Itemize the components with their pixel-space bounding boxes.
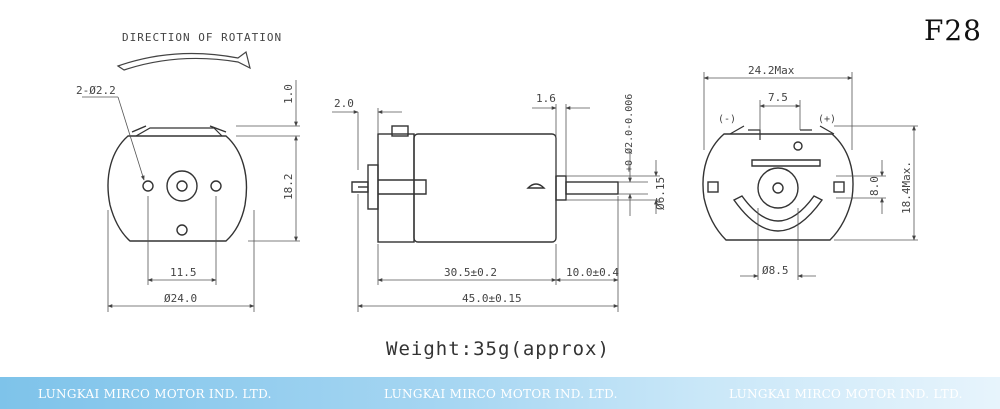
- side-total-length-label: 45.0±0.15: [462, 292, 522, 305]
- front-shaft-outer: [166, 170, 198, 202]
- rear-view: [702, 125, 854, 241]
- side-body-length-label: 30.5±0.2: [444, 266, 497, 279]
- front-top-gap-label: 1.0: [282, 84, 295, 104]
- front-body-outline: [107, 135, 248, 242]
- front-hole-left: [142, 180, 154, 192]
- front-top-terminals: [135, 127, 223, 137]
- side-flange-label: 2.0: [334, 97, 354, 110]
- rotation-arrow: [116, 50, 251, 71]
- front-width-label: Ø24.0: [164, 292, 197, 305]
- rear-width-label: 24.2Max: [748, 64, 795, 77]
- footer-company-3: LUNGKAI MIRCO MOTOR IND. LTD.: [729, 387, 963, 401]
- footer-banner: LUNGKAI MIRCO MOTOR IND. LTD. LUNGKAI MI…: [0, 377, 1000, 409]
- side-shaft-step-label: 1.6: [536, 92, 556, 105]
- rear-cap: [751, 159, 821, 167]
- front-dimensions: [82, 80, 300, 312]
- side-boss-label: Ø6.15: [654, 177, 667, 210]
- rear-terminal-spacing-label: 7.5: [768, 91, 788, 104]
- front-height-label: 18.2: [282, 174, 295, 201]
- model-number: F28: [923, 14, 982, 47]
- footer-company-1: LUNGKAI MIRCO MOTOR IND. LTD.: [38, 387, 272, 401]
- rear-bearing-inner: [772, 182, 784, 194]
- side-view: [351, 125, 619, 243]
- front-hole-spacing-label: 11.5: [170, 266, 197, 279]
- footer-company-2: LUNGKAI MIRCO MOTOR IND. LTD.: [384, 387, 618, 401]
- front-holes-label: 2-Ø2.2: [76, 84, 116, 97]
- rear-body-outline: [702, 133, 854, 241]
- rear-slot-label: 8.0: [868, 176, 881, 196]
- rear-minus-label: (-): [718, 114, 736, 125]
- weight-label: Weight:35g(approx): [386, 338, 610, 360]
- rear-bearing-label: Ø8.5: [762, 264, 789, 277]
- side-vent: [526, 183, 546, 189]
- rear-terminals: [729, 125, 835, 140]
- front-hole-right: [210, 180, 222, 192]
- side-shaft-length-label: 10.0±0.4: [566, 266, 619, 279]
- rear-terminal-hole: [793, 141, 803, 151]
- side-flange: [367, 164, 379, 210]
- rear-slot-right: [833, 181, 845, 193]
- front-shaft-inner: [176, 180, 188, 192]
- rear-height-label: 18.4Max.: [900, 161, 913, 214]
- side-boss: [555, 175, 567, 201]
- side-endcap: [377, 133, 415, 243]
- side-shaft-tol-label: +0 Ø2.0-0.006: [623, 94, 635, 172]
- side-rear-shaft: [351, 181, 369, 193]
- rear-bearing-outer: [757, 167, 799, 209]
- motor-drawing: DIRECTION OF ROTATION 2-Ø2.2 1.0 18.2 11…: [76, 31, 918, 312]
- side-dimensions: [332, 104, 660, 312]
- rotation-label: DIRECTION OF ROTATION: [122, 31, 282, 44]
- side-shaft: [565, 181, 619, 195]
- side-endcap-lug: [378, 179, 427, 195]
- rear-arc-slot: [732, 195, 824, 232]
- front-hole-bottom: [176, 224, 188, 236]
- rear-plus-label: (+): [818, 114, 836, 125]
- rear-dimensions: [703, 72, 918, 280]
- side-terminal: [391, 125, 409, 137]
- rear-slot-left: [707, 181, 719, 193]
- front-view: [107, 125, 248, 242]
